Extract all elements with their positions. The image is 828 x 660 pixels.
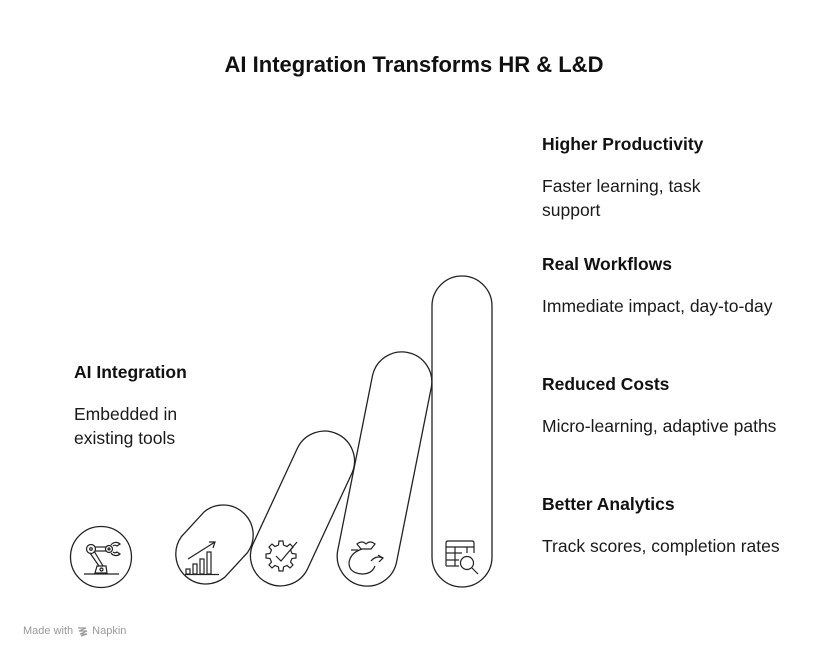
stage-heading: Reduced Costs bbox=[542, 374, 670, 394]
stage-label-higher-productivity: Higher Productivity Faster learning, tas… bbox=[542, 133, 792, 222]
stage-shape-1 bbox=[69, 525, 133, 589]
stage-heading: Better Analytics bbox=[542, 494, 675, 514]
stage-label-real-workflows: Real Workflows Immediate impact, day-to-… bbox=[542, 253, 792, 318]
table-search-icon bbox=[445, 540, 479, 575]
stage-label-better-analytics: Better Analytics Track scores, completio… bbox=[542, 493, 792, 558]
stage-description: Faster learning, task support bbox=[542, 176, 701, 220]
stage-shape-2 bbox=[175, 504, 254, 585]
stage-shape-3 bbox=[249, 430, 356, 587]
gear-check-icon bbox=[265, 540, 298, 572]
stage-shape-4 bbox=[336, 351, 433, 587]
page-title: AI Integration Transforms HR & L&D bbox=[224, 52, 604, 77]
stage-description: Immediate impact, day-to-day bbox=[542, 296, 773, 316]
napkin-brand-text: Napkin bbox=[92, 625, 127, 637]
made-with-text: Made with bbox=[23, 625, 74, 637]
stage-heading: AI Integration bbox=[74, 362, 187, 382]
bar-chart-growth-icon bbox=[185, 541, 219, 576]
money-bag-arrow-icon bbox=[348, 541, 384, 575]
napkin-logo-icon bbox=[78, 626, 88, 637]
stage-description: Track scores, completion rates bbox=[542, 536, 780, 556]
made-with-napkin-badge[interactable]: Made with Napkin bbox=[23, 625, 126, 637]
stage-description: Embedded in existing tools bbox=[74, 404, 178, 448]
stage-heading: Higher Productivity bbox=[542, 134, 704, 154]
stage-description: Micro-learning, adaptive paths bbox=[542, 416, 777, 436]
stage-heading: Real Workflows bbox=[542, 254, 672, 274]
stage-shape-5 bbox=[431, 275, 493, 588]
stage-label-ai-integration: AI Integration Embedded in existing tool… bbox=[74, 361, 324, 450]
stage-label-reduced-costs: Reduced Costs Micro-learning, adaptive p… bbox=[542, 373, 792, 438]
robot-arm-icon bbox=[84, 541, 121, 575]
